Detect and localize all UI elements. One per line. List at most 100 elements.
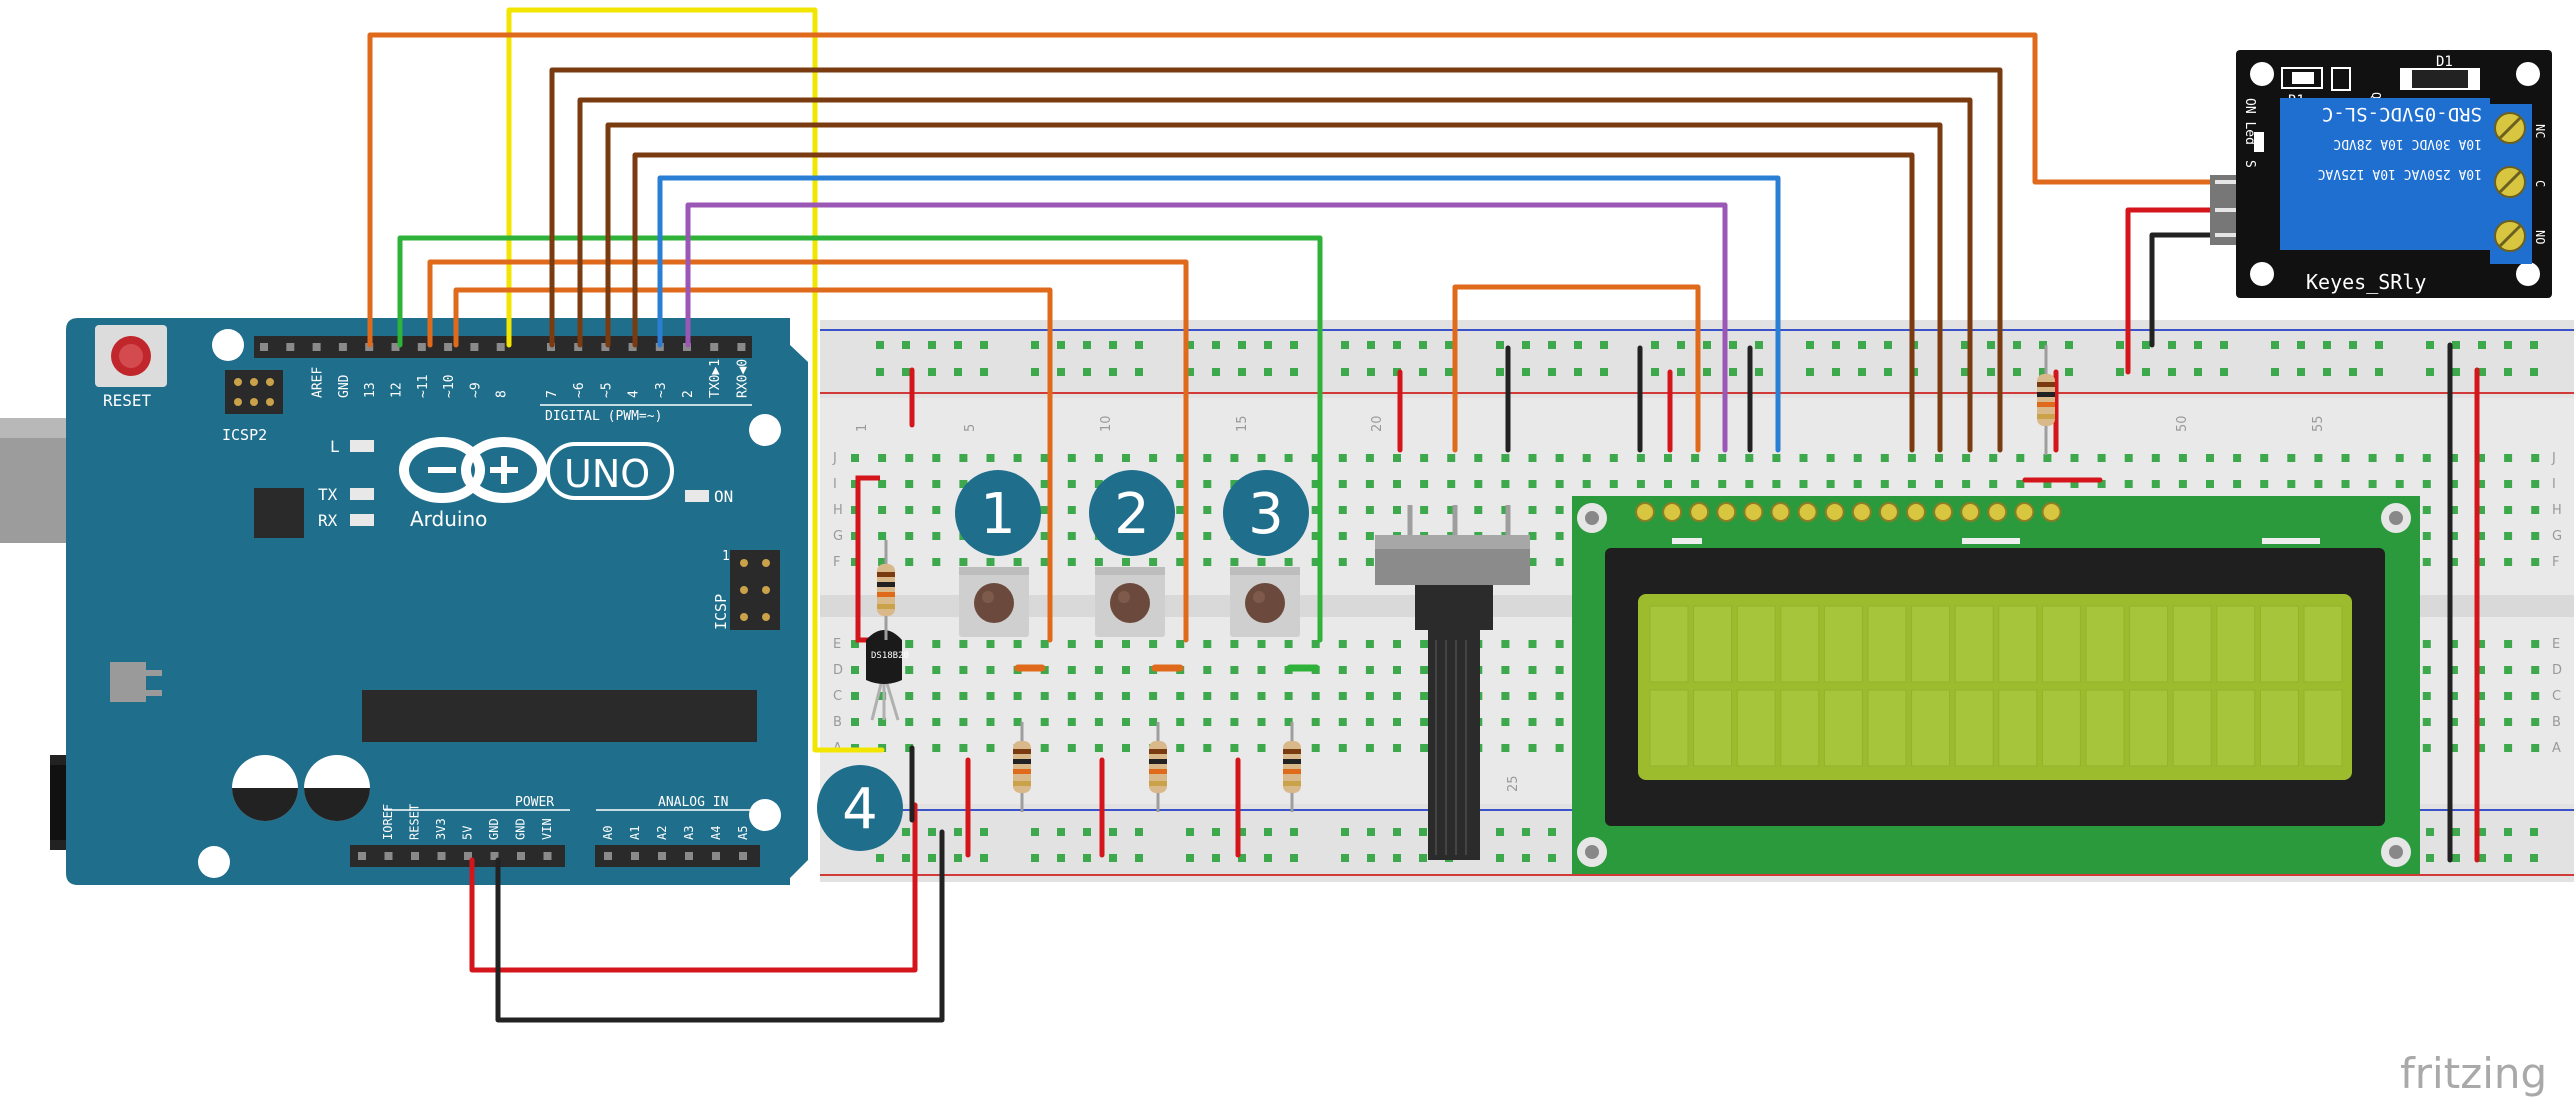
lcd-pin — [1960, 502, 1981, 522]
analog-pin-label: A2 — [655, 826, 669, 840]
digital-pin-label: 13 — [363, 382, 378, 398]
potentiometer[interactable] — [1375, 505, 1530, 860]
breadboard-hole — [1203, 744, 1212, 752]
breadboard-hole — [1365, 744, 1374, 752]
rail-hole — [1186, 828, 1194, 836]
sensor-marking: DS18B20 — [871, 651, 909, 661]
breadboard-hole — [1013, 692, 1022, 700]
breadboard-hole — [1149, 718, 1158, 726]
rail-hole — [2426, 341, 2434, 349]
rail-hole — [1367, 341, 1375, 349]
breadboard-hole — [1420, 692, 1429, 700]
breadboard-hole — [2504, 454, 2513, 462]
breadboard-hole — [851, 558, 859, 566]
power-pin-label: 3V3 — [434, 818, 448, 840]
breadboard-hole — [1257, 692, 1266, 700]
reset-button[interactable] — [95, 325, 167, 387]
breadboard-hole — [2504, 718, 2513, 726]
breadboard-hole — [2531, 744, 2540, 752]
breadboard-hole — [1311, 718, 1320, 726]
breadboard-hole — [1257, 666, 1266, 674]
breadboard-hole — [1203, 692, 1212, 700]
green-wire-button-3 — [397, 235, 1323, 643]
breadboard-hole — [1122, 666, 1130, 674]
terminal-c-label: C — [2533, 180, 2547, 187]
rail-hole — [1057, 828, 1065, 836]
breadboard-hole — [2206, 454, 2214, 462]
step-badge-1 — [955, 470, 1041, 556]
rail-hole — [1884, 341, 1892, 349]
header-pin — [444, 343, 453, 351]
breadboard-hole — [1935, 454, 1943, 462]
breadboard-hole — [1094, 666, 1103, 674]
breadboard-hole — [1013, 718, 1022, 726]
lcd-character-cell — [1649, 689, 1689, 767]
rail-hole — [1548, 854, 1556, 862]
rail-hole — [1135, 341, 1143, 349]
breadboard-hole — [1501, 454, 1510, 462]
breadboard-hole — [1067, 666, 1076, 674]
power-pin-label: RESET — [408, 804, 422, 840]
breadboard-hole — [1365, 506, 1374, 514]
resistors — [877, 345, 2055, 812]
breadboard-hole — [1203, 666, 1212, 674]
digital-pin-label: RX0◀0 — [735, 359, 750, 398]
breadboard-hole — [1067, 692, 1076, 700]
breadboard-hole — [2341, 454, 2350, 462]
step-badges: 1 2 3 4 — [817, 470, 1309, 851]
lcd-character-cell — [2085, 689, 2125, 767]
breadboard-hole — [2206, 480, 2214, 488]
breadboard-hole — [1149, 454, 1158, 462]
pushbutton[interactable] — [959, 567, 1029, 637]
led-rx — [350, 514, 374, 526]
rail-hole — [2142, 368, 2150, 376]
capacitor — [304, 755, 370, 821]
pushbutton[interactable] — [1095, 567, 1165, 637]
power-pin-label: IOREF — [381, 804, 395, 840]
breadboard-hole — [1365, 666, 1374, 674]
breadboard-hole — [1338, 718, 1347, 726]
lcd-pin — [1716, 502, 1737, 522]
lcd-character-cell — [1780, 605, 1820, 683]
rail-hole — [1238, 368, 1246, 376]
breadboard-hole — [1935, 480, 1943, 488]
breadboard-hole — [1420, 454, 1429, 462]
breadboard-hole — [2504, 692, 2513, 700]
header-pin — [574, 343, 583, 351]
breadboard-hole — [1013, 454, 1022, 462]
breadboard-hole — [2531, 718, 2540, 726]
breadboard-hole — [2368, 454, 2377, 462]
breadboard-hole — [2477, 718, 2485, 726]
breadboard-hole — [1772, 480, 1781, 488]
rail-hole — [2504, 828, 2512, 836]
breadboard-hole — [1338, 480, 1347, 488]
power-pin-label: GND — [487, 818, 501, 840]
led-on — [685, 490, 709, 502]
rail-hole — [1109, 828, 1117, 836]
atmega-chip — [362, 690, 757, 742]
step-badge-2 — [1089, 470, 1175, 556]
breadboard-hole — [959, 718, 968, 726]
header-pin — [712, 852, 720, 860]
breadboard-hole — [2449, 454, 2458, 462]
digital-header-label: DIGITAL (PWM=~) — [545, 409, 662, 424]
breadboard-hole — [1962, 454, 1971, 462]
rail-hole — [1574, 368, 1582, 376]
relay-red-wire — [2125, 207, 2221, 375]
breadboard-hole — [932, 718, 941, 726]
breadboard-hole — [1447, 506, 1456, 514]
analog-pin-label: A0 — [601, 826, 615, 840]
pushbutton[interactable] — [1230, 567, 1300, 637]
rail-hole — [2297, 341, 2305, 349]
rail-hole — [2452, 828, 2460, 836]
header-pin — [496, 343, 505, 351]
rail-hole — [1522, 368, 1530, 376]
fritzing-watermark: fritzing — [2400, 1049, 2547, 1098]
rail-hole — [902, 828, 910, 836]
header-pin — [384, 852, 393, 860]
rail-hole — [954, 828, 962, 836]
rail-hole — [1367, 854, 1375, 862]
breadboard-hole — [2422, 666, 2431, 674]
rail-hole — [2168, 341, 2176, 349]
breadboard-hole — [1338, 744, 1347, 752]
